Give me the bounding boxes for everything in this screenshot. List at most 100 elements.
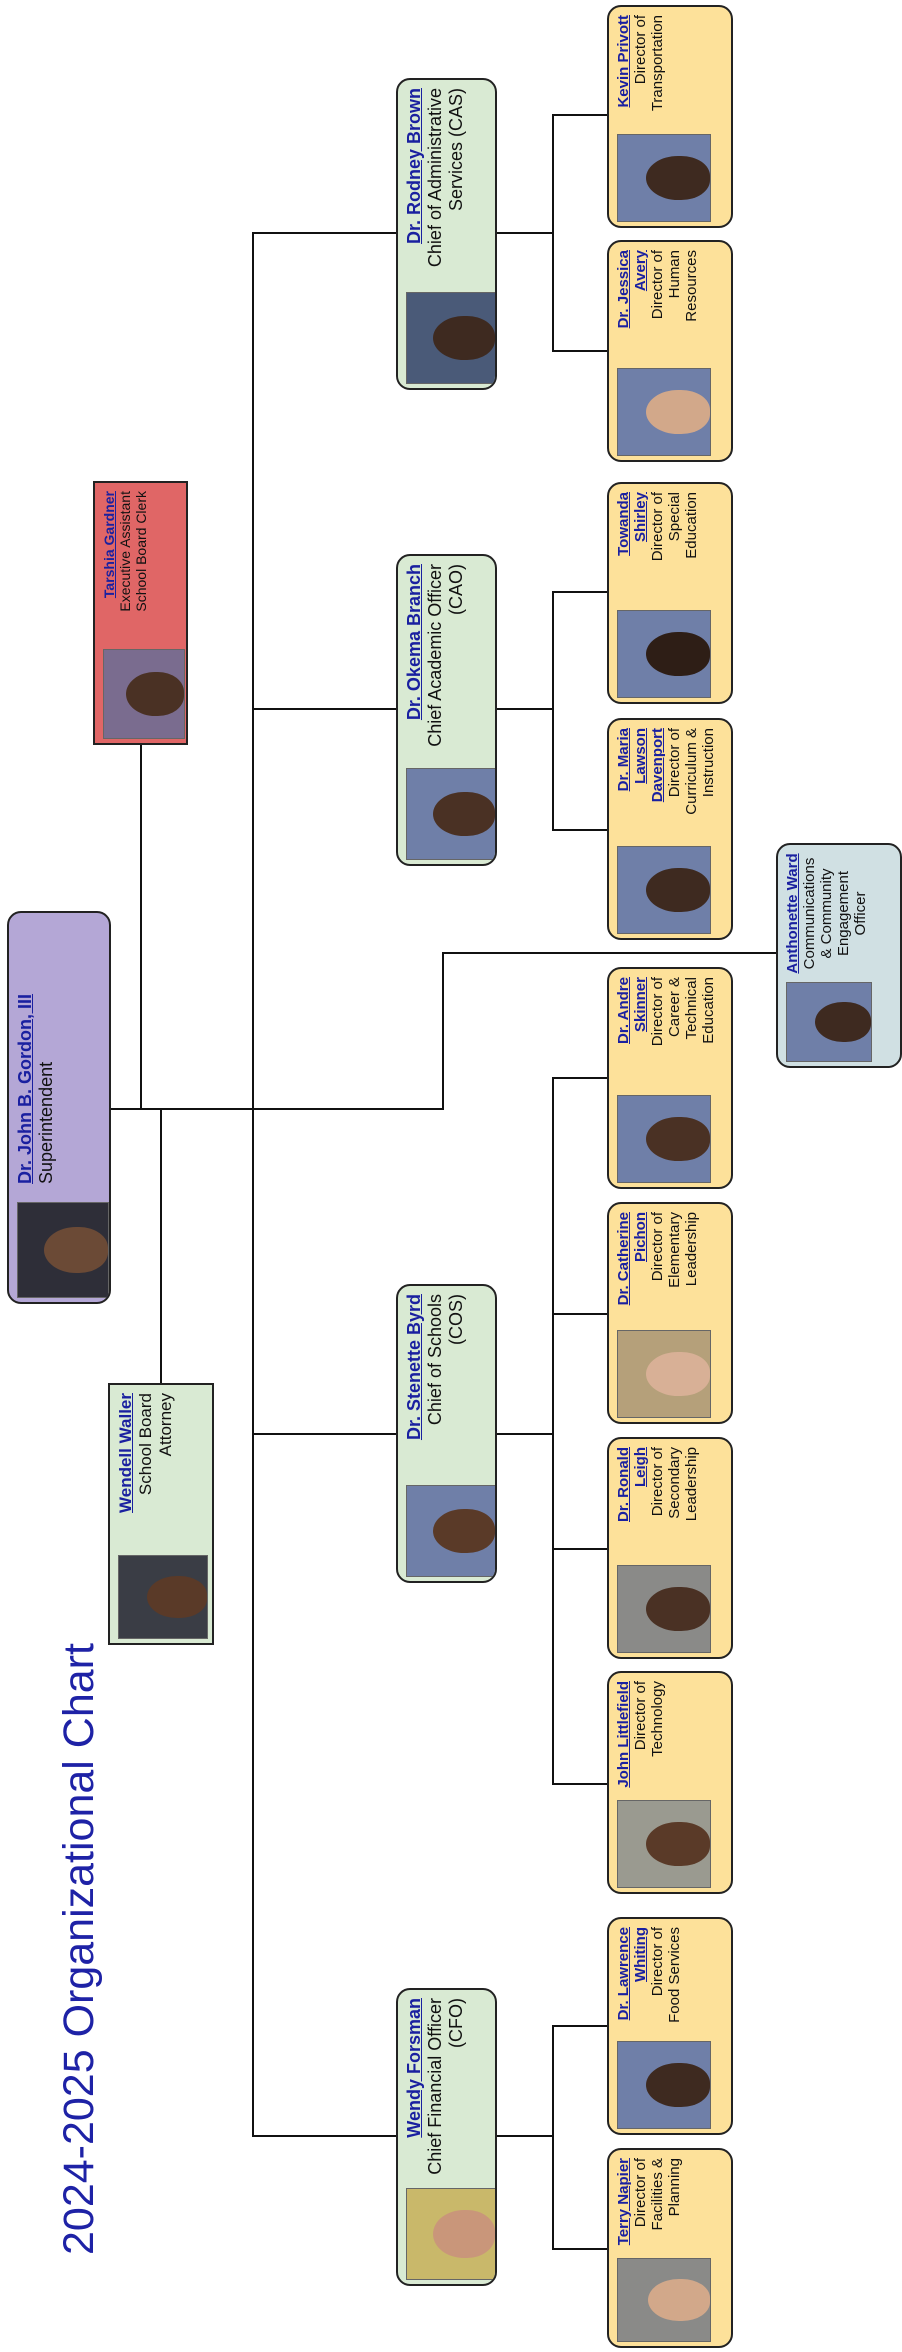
person-photo-icon — [617, 610, 711, 698]
chief-name[interactable]: Dr. Okema Branch — [404, 564, 424, 721]
person-photo-icon — [617, 846, 711, 934]
chief-card: Dr. Rodney Brown Chief of Administrative… — [396, 78, 497, 390]
person-photo-icon — [406, 292, 495, 384]
director-role: Director of Food Services — [649, 1927, 683, 2023]
chief-card: Dr. Okema Branch Chief Academic Officer … — [396, 554, 497, 866]
person-photo-icon — [617, 134, 711, 222]
chief-name[interactable]: Dr. Rodney Brown — [404, 88, 424, 245]
chief-role: Chief of Administrative Services (CAS) — [425, 88, 466, 268]
director-role: Director of Transportation — [632, 15, 666, 112]
connector — [552, 591, 607, 593]
person-photo-icon — [406, 1485, 495, 1577]
director-role: Director of Special Education — [649, 492, 700, 562]
connector — [552, 1783, 607, 1785]
attorney-card: Wendell Waller School Board Attorney — [108, 1383, 214, 1645]
person-photo-icon — [617, 1565, 711, 1653]
director-role: Director of Secondary Leadership — [649, 1447, 700, 1522]
connector — [497, 1433, 552, 1435]
director-name[interactable]: Dr. Lawrence Whiting — [615, 1927, 649, 2021]
connector — [252, 232, 254, 2136]
director-name[interactable]: Dr. Andre Skinner — [615, 977, 649, 1044]
attorney-role: School Board Attorney — [136, 1393, 175, 1496]
director-role: Director of Technology — [632, 1681, 666, 1757]
director-name[interactable]: John Littlefield — [615, 1681, 632, 1788]
person-photo-icon — [617, 1330, 711, 1418]
executive-assistant-card: Tarshia Gardner Executive Assistant Scho… — [93, 481, 188, 745]
director-name[interactable]: Dr. Maria Lawson Davenport — [615, 728, 666, 803]
chief-role: Chief Academic Officer (CAO) — [425, 564, 466, 747]
person-photo-icon — [617, 2041, 711, 2129]
communications-card: Anthonette Ward Communications & Communi… — [776, 843, 902, 1068]
chief-role: Chief Financial Officer (CFO) — [425, 1998, 466, 2175]
director-role: Director of Human Resources — [649, 250, 700, 322]
connector — [552, 1077, 554, 1784]
connector — [160, 1108, 162, 1383]
person-photo-icon — [617, 368, 711, 456]
connector — [552, 2025, 607, 2027]
connector — [252, 2135, 396, 2137]
person-photo-icon — [103, 649, 185, 739]
person-photo-icon — [118, 1555, 208, 1639]
superintendent-role: Superintendent — [36, 1061, 56, 1184]
chief-card: Dr. Stenette Byrd Chief of Schools (COS) — [396, 1284, 497, 1583]
executive-assistant-role: Executive Assistant School Board Clerk — [117, 491, 149, 612]
person-photo-icon — [786, 982, 872, 1062]
person-photo-icon — [406, 768, 495, 860]
connector — [552, 1548, 607, 1550]
director-role: Director of Elementary Leadership — [649, 1212, 700, 1288]
director-name[interactable]: Dr. Catherine Pichon — [615, 1212, 649, 1306]
connector — [497, 232, 552, 234]
chief-name[interactable]: Wendy Forsman — [404, 1998, 424, 2138]
connector — [442, 952, 776, 954]
connector — [252, 232, 396, 234]
director-name[interactable]: Dr. Jessica Avery — [615, 250, 649, 329]
director-role: Director of Career & Technical Education — [649, 977, 717, 1047]
chief-name[interactable]: Dr. Stenette Byrd — [404, 1294, 424, 1441]
connector — [552, 1077, 607, 1079]
connector — [72, 1108, 444, 1110]
connector — [552, 114, 554, 351]
executive-assistant-name[interactable]: Tarshia Gardner — [101, 491, 117, 599]
person-photo-icon — [617, 2258, 711, 2342]
director-role: Director of Facilities & Planning — [632, 2158, 683, 2231]
superintendent-card: Dr. John B. Gordon, III Superintendent — [7, 911, 111, 1304]
connector — [552, 114, 607, 116]
connector — [252, 708, 396, 710]
connector — [497, 708, 552, 710]
person-photo-icon — [617, 1800, 711, 1888]
person-photo-icon — [617, 1095, 711, 1183]
communications-name[interactable]: Anthonette Ward — [784, 853, 801, 974]
connector — [552, 2248, 607, 2250]
chart-title: 2024-2025 Organizational Chart — [55, 1643, 103, 2255]
chief-role: Chief of Schools (COS) — [425, 1294, 466, 1426]
attorney-name[interactable]: Wendell Waller — [116, 1393, 135, 1513]
connector — [442, 952, 444, 1110]
connector — [552, 829, 607, 831]
connector — [140, 738, 142, 1110]
connector — [497, 2135, 552, 2137]
connector — [552, 2025, 554, 2249]
superintendent-name[interactable]: Dr. John B. Gordon, III — [15, 993, 35, 1184]
person-photo-icon — [406, 2188, 495, 2280]
person-photo-icon — [17, 1202, 109, 1298]
director-name[interactable]: Towanda Shirley — [615, 492, 649, 556]
connector — [252, 1433, 396, 1435]
communications-role: Communications & Community Engagement Of… — [801, 857, 869, 970]
chief-card: Wendy Forsman Chief Financial Officer (C… — [396, 1988, 497, 2286]
director-name[interactable]: Kevin Privott — [615, 15, 632, 108]
connector — [552, 591, 554, 830]
connector — [552, 350, 607, 352]
director-name[interactable]: Dr. Ronald Leigh — [615, 1447, 649, 1523]
director-name[interactable]: Terry Napier — [615, 2158, 632, 2246]
